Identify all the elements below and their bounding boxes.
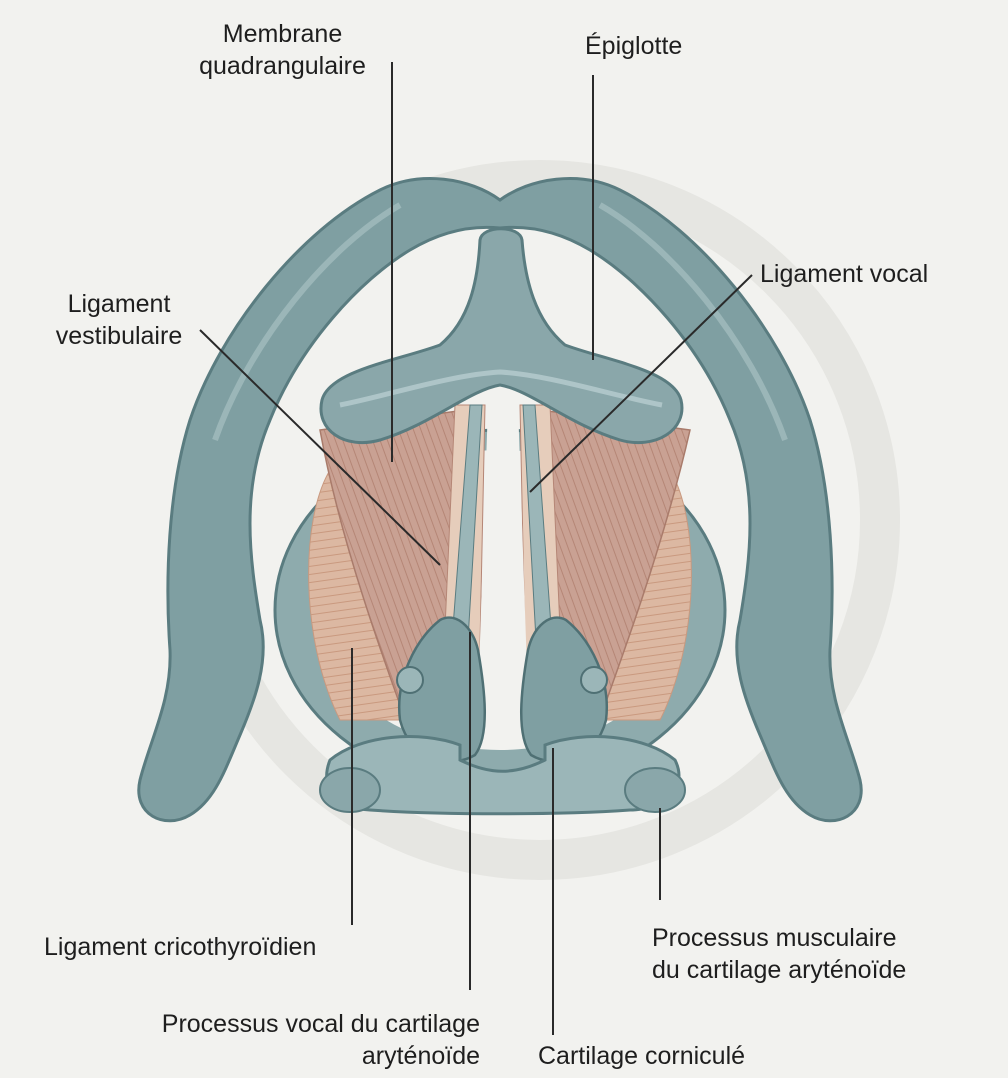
label-cartilage-cornicule: Cartilage corniculé [538, 1040, 745, 1072]
label-ligament-vocal: Ligament vocal [760, 258, 928, 290]
muscular-process-left [320, 768, 380, 812]
label-epiglotte: Épiglotte [585, 30, 682, 62]
label-processus-musculaire: Processus musculaire du cartilage arytén… [652, 922, 906, 986]
corniculate-left [397, 667, 423, 693]
corniculate-right [581, 667, 607, 693]
label-ligament-cricothyroidien: Ligament cricothyroïdien [44, 931, 316, 963]
label-membrane-quadrangulaire: Membrane quadrangulaire [150, 18, 415, 82]
label-ligament-vestibulaire: Ligament vestibulaire [14, 288, 224, 352]
label-processus-vocal: Processus vocal du cartilage aryténoïde [40, 1008, 480, 1072]
muscular-process-right [625, 768, 685, 812]
